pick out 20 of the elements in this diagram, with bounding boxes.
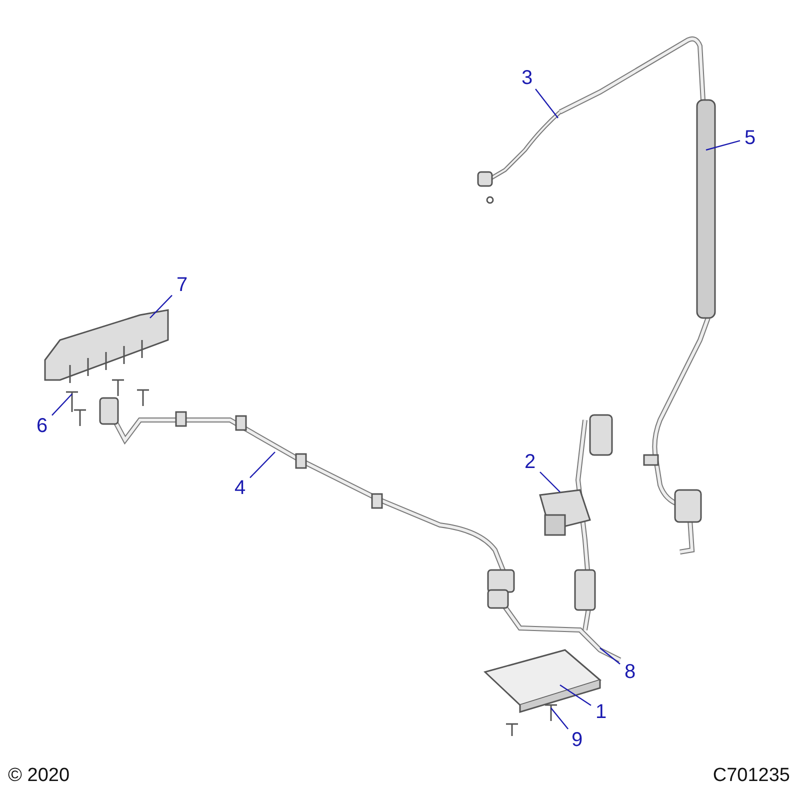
leader-line xyxy=(550,708,569,730)
leader-line xyxy=(52,394,72,416)
callout-number: 6 xyxy=(32,415,52,437)
callout-number: 3 xyxy=(517,67,537,89)
figure-code: C701235 xyxy=(712,765,790,787)
leader-line xyxy=(706,140,740,151)
leader-line xyxy=(150,294,172,318)
callout-number: 4 xyxy=(230,477,250,499)
callout-number: 2 xyxy=(520,451,540,473)
callout-number: 7 xyxy=(172,274,192,296)
leader-line xyxy=(540,472,560,492)
leader-line xyxy=(535,88,558,118)
callout-number: 1 xyxy=(591,701,611,723)
callout-number: 9 xyxy=(567,729,587,751)
callout-number: 8 xyxy=(620,661,640,683)
leader-line xyxy=(250,452,276,478)
leader-line xyxy=(600,648,620,664)
copyright-note: © 2020 xyxy=(8,765,70,787)
callout-number: 5 xyxy=(740,127,760,149)
leader-line xyxy=(560,684,592,706)
